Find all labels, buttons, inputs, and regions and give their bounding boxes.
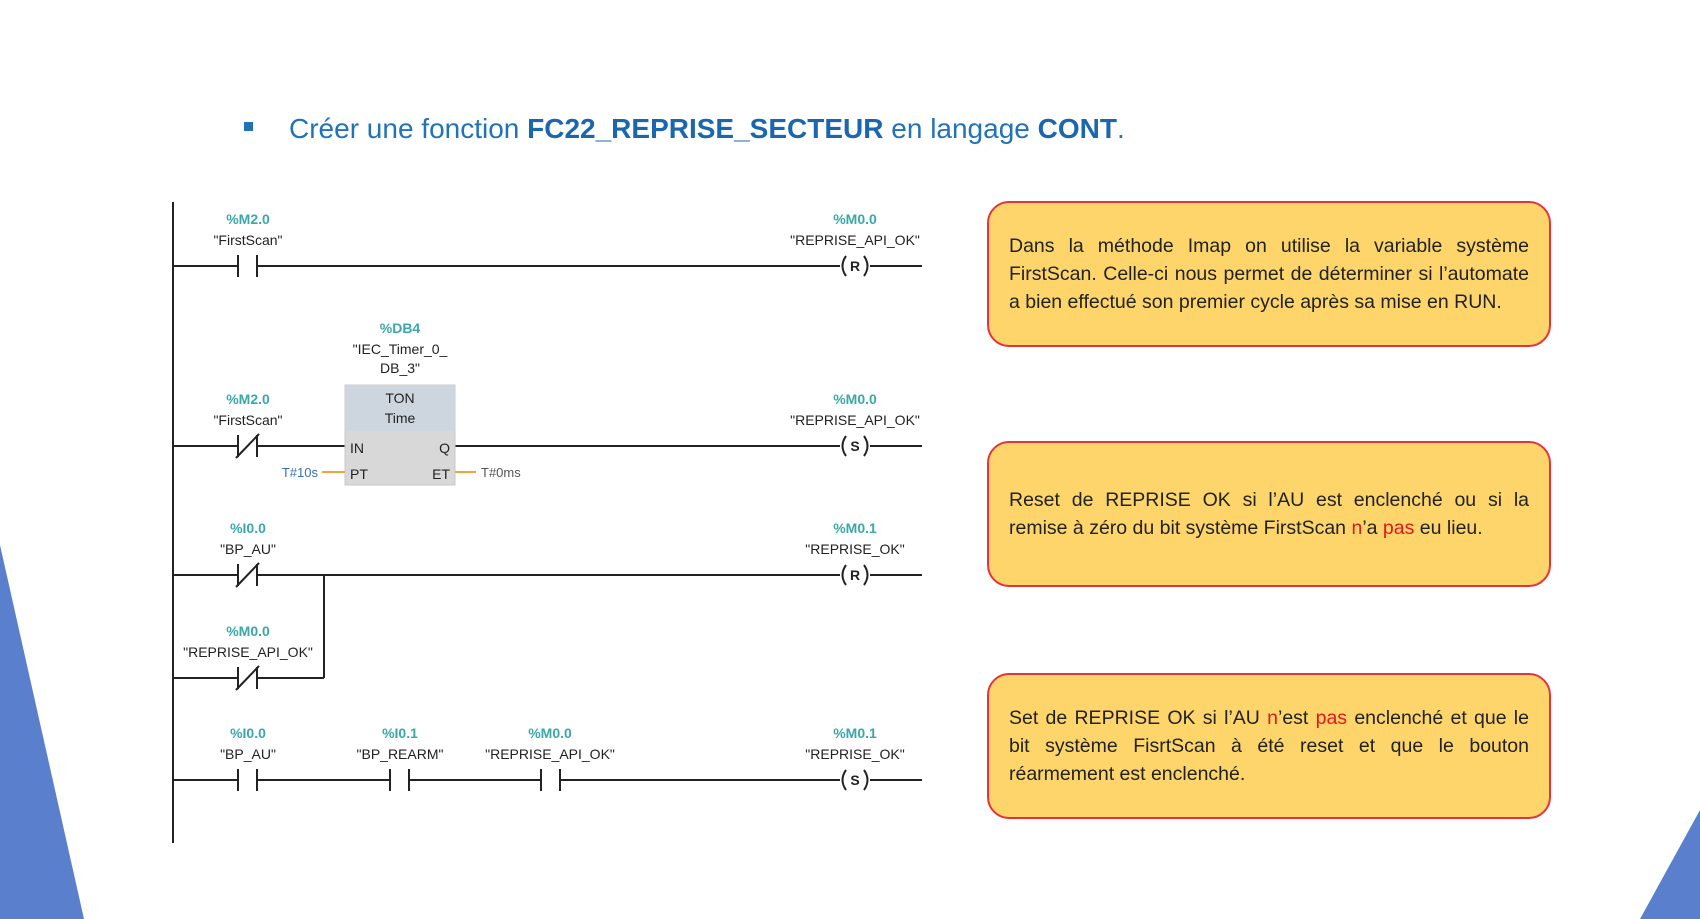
callout-set-part3: enclenché et que le bit système FisrtSca… <box>1009 707 1529 785</box>
ton-pin-pt: PT <box>350 466 368 482</box>
n2-db-tag-2: DB_3" <box>380 360 420 376</box>
n4-coil-tag: "REPRISE_OK" <box>805 746 904 762</box>
n3-coil-address: %M0.1 <box>833 520 877 536</box>
heading-suffix: . <box>1116 113 1125 144</box>
callout-set-part2: ’est <box>1278 707 1316 729</box>
callout-set-red1: n <box>1267 707 1278 729</box>
n1-contact-tag: "FirstScan" <box>213 232 282 248</box>
callout-set-red2: pas <box>1315 707 1348 729</box>
callout-reset-part3: eu lieu. <box>1414 517 1483 539</box>
n4-contact-a-tag: "BP_AU" <box>220 746 276 762</box>
n1-coil-address: %M0.0 <box>833 211 877 227</box>
n3-contact-b-tag: "REPRISE_API_OK" <box>183 644 313 660</box>
callout-set-text: Set de REPRISE OK si l’AU n’est pas encl… <box>1009 704 1529 788</box>
language-name: CONT <box>1037 113 1117 144</box>
pt-value: T#10s <box>282 465 319 480</box>
n3-contact-b-address: %M0.0 <box>226 623 270 639</box>
ton-subtitle: Time <box>385 410 416 426</box>
ladder-diagram: R S R S %M2.0 "FirstScan" %M0.0 "REPRISE… <box>172 202 922 843</box>
network-3-wires <box>173 562 922 691</box>
n2-contact-address: %M2.0 <box>226 391 270 407</box>
network-4-wires <box>173 769 922 791</box>
network-2-wires <box>173 433 922 459</box>
n3-contact-a-tag: "BP_AU" <box>220 541 276 557</box>
n1-coil-tag: "REPRISE_API_OK" <box>790 232 920 248</box>
n3-coil-tag: "REPRISE_OK" <box>805 541 904 557</box>
ton-pin-et: ET <box>432 466 450 482</box>
ton-title: TON <box>385 390 414 406</box>
bullet-icon <box>244 122 253 132</box>
n4-contact-c-tag: "REPRISE_API_OK" <box>485 746 615 762</box>
n2-contact-tag: "FirstScan" <box>213 412 282 428</box>
n2-coil-address: %M0.0 <box>833 391 877 407</box>
callout-reset-part1: Reset de REPRISE OK si l’AU est enclench… <box>1009 489 1529 539</box>
callout-firstscan-text: Dans la méthode Imap on utilise la varia… <box>1009 235 1529 313</box>
n1-contact-address: %M2.0 <box>226 211 270 227</box>
callout-set-part1: Set de REPRISE OK si l’AU <box>1009 707 1268 729</box>
n4-contact-c-address: %M0.0 <box>528 725 572 741</box>
n2-db-tag-1: "IEC_Timer_0_ <box>353 341 448 357</box>
page-title: Créer une fonction FC22_REPRISE_SECTEUR … <box>244 113 1125 145</box>
coil-letter-n2: S <box>850 438 859 454</box>
callout-reset: Reset de REPRISE OK si l’AU est enclench… <box>987 441 1551 587</box>
coil-letter-n1: R <box>850 258 860 274</box>
callout-reset-text: Reset de REPRISE OK si l’AU est enclench… <box>1009 486 1529 542</box>
coil-letter-n3: R <box>850 567 860 583</box>
callout-set: Set de REPRISE OK si l’AU n’est pas encl… <box>987 673 1551 819</box>
callout-reset-red2: pas <box>1382 517 1415 539</box>
callout-reset-part2: ’a <box>1362 517 1383 539</box>
n2-coil-tag: "REPRISE_API_OK" <box>790 412 920 428</box>
network-1-wires <box>173 255 922 277</box>
n4-contact-a-address: %I0.0 <box>230 725 266 741</box>
n4-contact-b-address: %I0.1 <box>382 725 418 741</box>
heading-prefix: Créer une fonction <box>289 113 528 144</box>
n4-contact-b-tag: "BP_REARM" <box>357 746 444 762</box>
n4-coil-address: %M0.1 <box>833 725 877 741</box>
callout-reset-red1: n <box>1351 517 1363 539</box>
ton-timer-block: TON Time IN PT Q ET <box>344 384 456 486</box>
n3-contact-a-address: %I0.0 <box>230 520 266 536</box>
callout-firstscan: Dans la méthode Imap on utilise la varia… <box>987 201 1551 347</box>
coil-letter-n4: S <box>850 772 859 788</box>
n2-db-address: %DB4 <box>380 320 421 336</box>
heading-middle: en langage <box>883 113 1038 144</box>
et-value: T#0ms <box>481 465 521 480</box>
ton-pin-in: IN <box>350 440 364 456</box>
function-name: FC22_REPRISE_SECTEUR <box>527 113 884 144</box>
ton-pin-q: Q <box>439 440 450 456</box>
